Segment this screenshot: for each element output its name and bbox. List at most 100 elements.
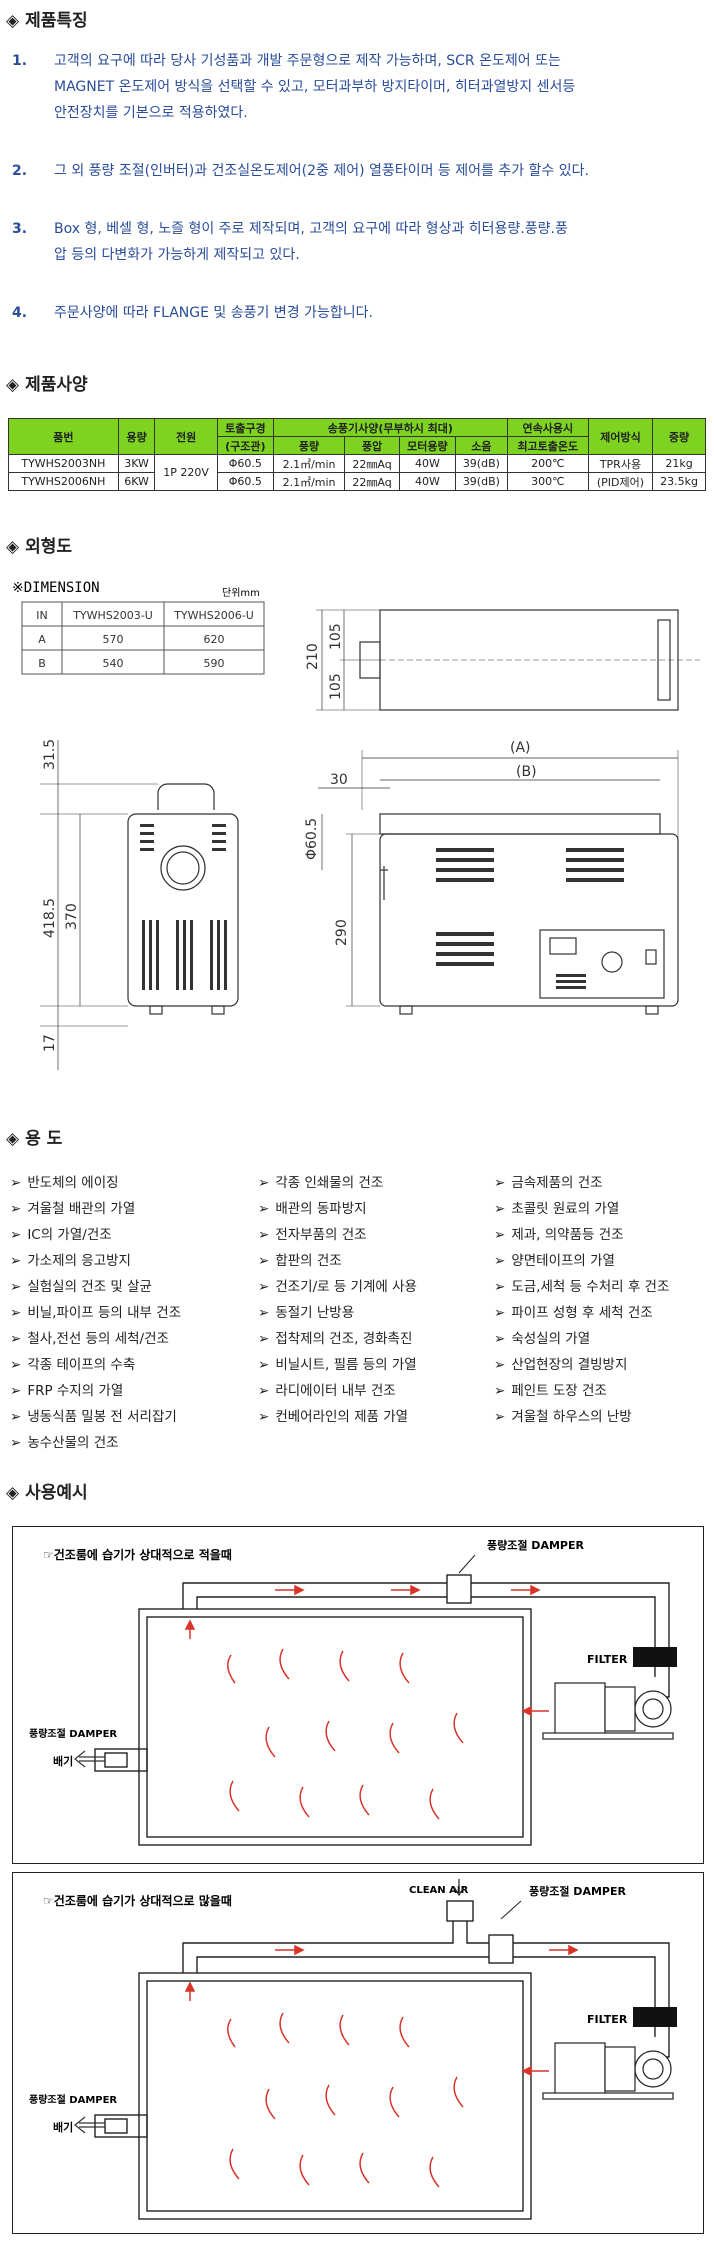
dim-header: TYWHS2006-U xyxy=(173,609,254,622)
list-item: ➢각종 인쇄물의 건조 xyxy=(258,1170,417,1196)
feature-item-3: 3. Box 형, 베셀 형, 노즐 형이 주로 제작되며, 고객의 요구에 따… xyxy=(12,221,568,263)
list-item: ➢ 합판의 건조 xyxy=(258,1248,417,1274)
list-item: ➢겨울철 배관의 가열 xyxy=(10,1196,181,1222)
arrow-bullet-icon: ➢ xyxy=(258,1279,270,1295)
dimension-title: ※DIMENSION xyxy=(12,580,100,596)
dimension-unit: 단위mm xyxy=(222,586,260,599)
usage-title: ◈용 도 xyxy=(6,1129,63,1149)
example-title: ◈사용예시 xyxy=(6,1483,88,1503)
side-vents xyxy=(436,848,624,989)
usage-text: 합판의 건조 xyxy=(275,1253,342,1269)
list-item: ➢ 농수산물의 건조 xyxy=(10,1430,181,1456)
usage-text: 제과, 의약품등 건조 xyxy=(511,1227,624,1243)
heater-unit xyxy=(542,1682,674,1740)
usage-text: 각종 인쇄물의 건조 xyxy=(275,1175,384,1191)
usage-text: 파이프 성형 후 세척 건조 xyxy=(511,1305,653,1321)
table-row: TYWHS2003NH 3KW 1P 220V Φ60.5 2.1㎥/min 2… xyxy=(8,454,706,491)
arrow-bullet-icon: ➢ xyxy=(494,1357,506,1373)
arrow-bullet-icon: ➢ xyxy=(10,1201,22,1217)
diamond-icon: ◈ xyxy=(6,1129,20,1149)
arrow-bullet-icon: ➢ xyxy=(494,1253,506,1269)
dim-cell: 590 xyxy=(204,657,225,670)
usage-text: 도금,세척 등 수처리 후 건조 xyxy=(511,1279,670,1295)
example-caption: ☞건조룸에 습기가 상대적으로 많을때 xyxy=(43,1893,232,1908)
list-item: ➢제과, 의약품등 건조 xyxy=(494,1222,669,1248)
usage-text: 냉동식품 밀봉 전 서리잡기 xyxy=(27,1409,177,1425)
arrow-bullet-icon: ➢ xyxy=(258,1201,270,1217)
duct xyxy=(94,1574,670,1846)
diamond-icon: ◈ xyxy=(6,11,20,31)
usage-text: 각종 테이프의 수축 xyxy=(27,1357,136,1373)
arrow-bullet-icon: ➢ xyxy=(10,1175,22,1191)
list-item: ➢배관의 동파방지 xyxy=(258,1196,417,1222)
usage-text: 농수산물의 건조 xyxy=(27,1435,119,1451)
diamond-icon: ◈ xyxy=(6,1483,20,1503)
list-item: ➢접착제의 건조, 경화촉진 xyxy=(258,1326,417,1352)
dim-phi-60-5: Φ60.5 xyxy=(304,818,320,860)
dim-cell: B xyxy=(38,657,46,670)
usage-text: 철사,전선 등의 세척/건조 xyxy=(27,1331,169,1347)
dim-105b: 105 xyxy=(328,673,344,700)
table-row: TYWHS2006NH 6KW Φ60.5 2.1㎥/min 22㎜Aq 40W… xyxy=(8,472,706,491)
dim-cell: A xyxy=(38,633,46,646)
filter-label: FILTER xyxy=(587,2013,628,2026)
arrow-bullet-icon: ➢ xyxy=(494,1175,506,1191)
list-item: ➢냉동식품 밀봉 전 서리잡기 xyxy=(10,1404,181,1430)
diamond-icon: ◈ xyxy=(6,375,20,395)
dim-b: (B) xyxy=(516,764,537,780)
list-item: ➢가소제의 응고방지 xyxy=(10,1248,181,1274)
feature-item-4: 4. 주문사양에 따라 FLANGE 및 송풍기 변경 가능합니다. xyxy=(12,305,373,321)
damper-label: 풍량조절 DAMPER xyxy=(29,2093,117,2106)
usage-text: 양면테이프의 가열 xyxy=(511,1253,615,1269)
list-item: ➢FRP 수지의 가열 xyxy=(10,1378,181,1404)
arrow-bullet-icon: ➢ xyxy=(258,1253,270,1269)
list-item: ➢ 도금,세척 등 수처리 후 건조 xyxy=(494,1274,669,1300)
arrow-bullet-icon: ➢ xyxy=(258,1227,270,1243)
arrow-bullet-icon: ➢ xyxy=(494,1409,506,1425)
feature-item-2: 2. 그 외 풍량 조절(인버터)과 건조실온도제어(2중 제어) 열풍타이머 … xyxy=(12,163,589,179)
list-item: ➢컨베어라인의 제품 가열 xyxy=(258,1404,417,1430)
list-item: ➢ 양면테이프의 가열 xyxy=(494,1248,669,1274)
dim-418-5: 418.5 xyxy=(42,898,58,938)
usage-text: FRP 수지의 가열 xyxy=(27,1383,124,1399)
diamond-icon: ◈ xyxy=(6,537,20,557)
dim-105a: 105 xyxy=(328,623,344,650)
dim-header: TYWHS2003-U xyxy=(72,609,153,622)
arrow-bullet-icon: ➢ xyxy=(10,1253,22,1269)
arrow-bullet-icon: ➢ xyxy=(494,1279,506,1295)
usage-text: 실험실의 건조 및 살균 xyxy=(27,1279,152,1295)
list-item: ➢IC의 가열/건조 xyxy=(10,1222,181,1248)
list-item: ➢겨울철 하우스의 난방 xyxy=(494,1404,669,1430)
outline-title: ◈외형도 xyxy=(6,537,72,557)
airflow-arrows xyxy=(184,1944,579,2077)
usage-column-3: ➢금속제품의 건조➢초콜릿 원료의 가열➢제과, 의약품등 건조➢양면테이프의 … xyxy=(494,1170,669,1430)
usage-text: 비닐시트, 필름 등의 가열 xyxy=(275,1357,417,1373)
dim-31-5: 31.5 xyxy=(42,739,58,770)
example-box-2: ☞건조룸에 습기가 상대적으로 많을때 CLEAN AIR 풍량조절 DAMPE… xyxy=(12,1872,704,2234)
list-item: ➢실험실의 건조 및 살균 xyxy=(10,1274,181,1300)
arrow-bullet-icon: ➢ xyxy=(258,1409,270,1425)
arrow-bullet-icon: ➢ xyxy=(10,1435,22,1451)
list-item: ➢비닐,파이프 등의 내부 건조 xyxy=(10,1300,181,1326)
list-item: ➢ 전자부품의 건조 xyxy=(258,1222,417,1248)
clean-air-arrow xyxy=(453,1879,465,1897)
arrow-bullet-icon: ➢ xyxy=(258,1331,270,1347)
example-diagram-2: ☞건조룸에 습기가 상대적으로 많을때 CLEAN AIR 풍량조절 DAMPE… xyxy=(29,1879,677,2220)
usage-text: 전자부품의 건조 xyxy=(275,1227,367,1243)
usage-text: IC의 가열/건조 xyxy=(27,1227,112,1243)
usage-text: 금속제품의 건조 xyxy=(511,1175,603,1191)
dim-210: 210 xyxy=(305,643,321,670)
room-airflow xyxy=(227,2012,464,2188)
exhaust-arrow xyxy=(74,1750,105,1768)
dim-cell: 570 xyxy=(103,633,124,646)
list-item: ➢ 금속제품의 건조 xyxy=(494,1170,669,1196)
filter-label: FILTER xyxy=(587,1653,628,1666)
example-diagram-1: ☞건조룸에 습기가 상대적으로 적을때 풍량조절 DAMPER FILTER 풍… xyxy=(29,1539,677,1846)
filter-icon xyxy=(633,2007,677,2027)
dim-cell: 620 xyxy=(204,633,225,646)
feature-item-1: 1. 고객의 요구에 따라 당사 기성품과 개발 주문형으로 제작 가능하며, … xyxy=(12,53,576,121)
arrow-bullet-icon: ➢ xyxy=(494,1383,506,1399)
dim-a: (A) xyxy=(510,740,531,756)
list-item: ➢동절기 난방용 xyxy=(258,1300,417,1326)
top-view xyxy=(316,609,700,711)
